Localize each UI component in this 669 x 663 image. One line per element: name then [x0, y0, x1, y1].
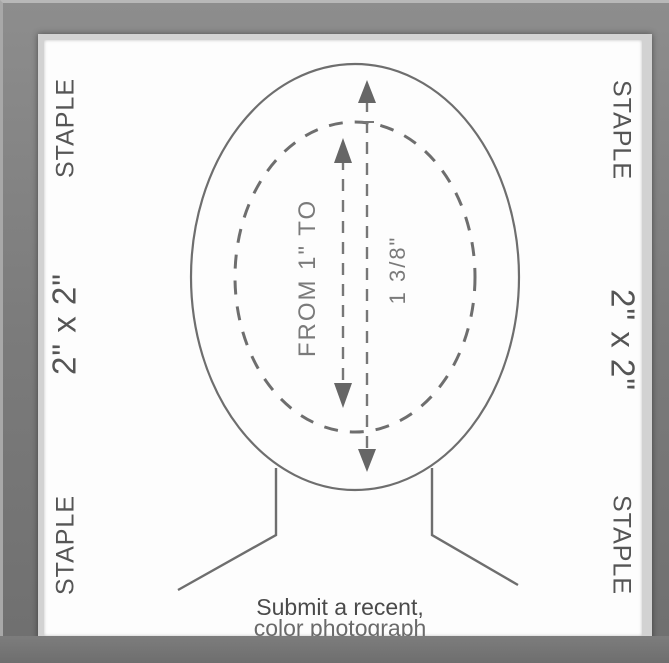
measurement-label-to: 1 3/8": [387, 236, 409, 305]
head-arrow-down: [358, 449, 376, 472]
face-arrow-up: [334, 138, 352, 163]
size-label-right: 2" x 2": [607, 289, 640, 391]
neck-left: [178, 468, 276, 590]
size-label-left: 2" x 2": [48, 273, 81, 375]
staple-label-top-right: STAPLE: [609, 80, 634, 180]
face-dashed-outline: [235, 122, 475, 432]
staple-label-bottom-left: STAPLE: [54, 495, 79, 595]
face-arrow-down: [334, 383, 352, 408]
head-arrow-up: [358, 80, 376, 103]
staple-label-bottom-right: STAPLE: [609, 495, 634, 595]
staple-label-top-left: STAPLE: [54, 78, 79, 178]
measurement-label-from: FROM 1" TO: [296, 199, 320, 357]
head-outline: [191, 64, 519, 490]
neck-right: [432, 468, 518, 585]
frame-bottom-edge: [0, 636, 669, 663]
